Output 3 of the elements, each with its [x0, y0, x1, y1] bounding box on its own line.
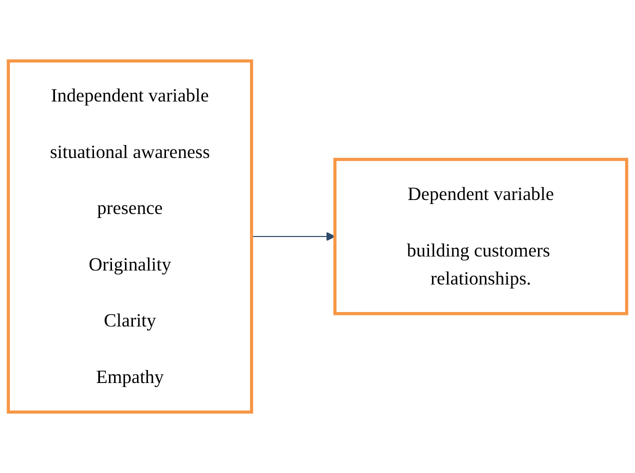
- node-box: Dependent variable building customers relationships.: [333, 158, 628, 316]
- node-box: Independent variable situational awareness presence Originality Clarity Empathy: [6, 59, 254, 414]
- arrow: [252, 232, 336, 242]
